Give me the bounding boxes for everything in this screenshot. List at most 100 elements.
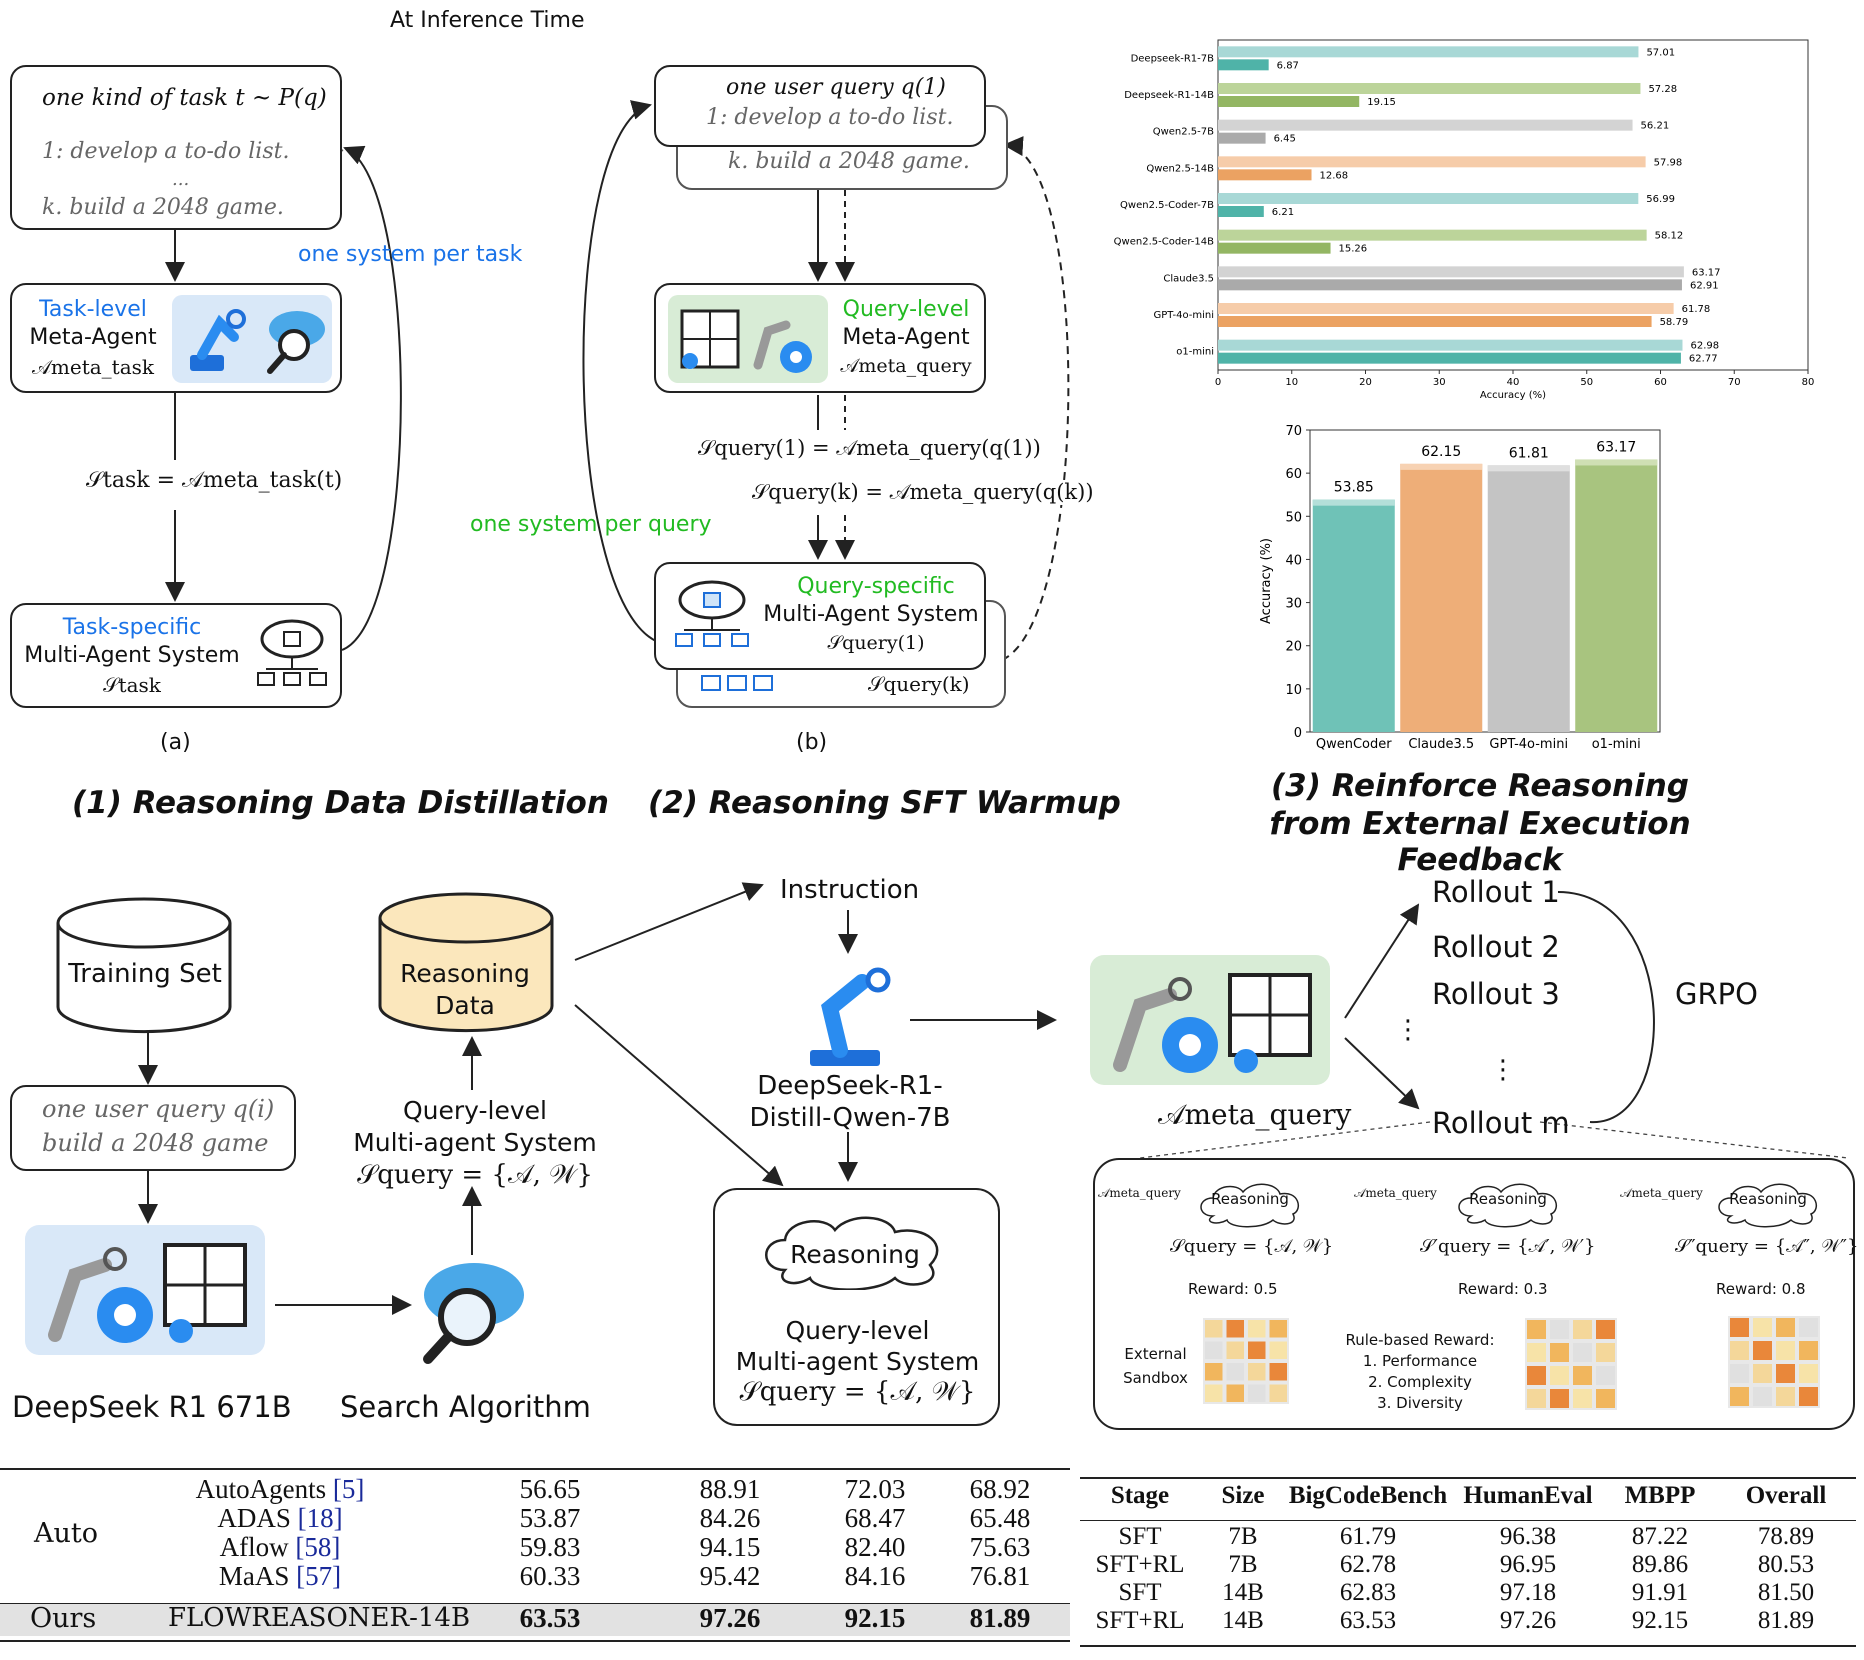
tile: [1248, 1363, 1266, 1381]
reasoning-output-box: Reasoning Query-level Multi-agent System…: [713, 1188, 1000, 1426]
y-tick-label: 10: [1285, 683, 1302, 698]
task-meta-symbol: 𝒜meta_task: [31, 355, 155, 379]
x-tick-label: 80: [1802, 377, 1815, 388]
table-cell: SFT: [1118, 1579, 1162, 1606]
query-meta-sub: Meta-Agent: [842, 325, 970, 350]
table-cell: 76.81: [969, 1561, 1031, 1591]
bar-cap-Claude3.5: [1400, 463, 1483, 470]
category-label: Claude3.5: [1163, 273, 1214, 284]
user-query-item: build a 2048 game: [42, 1129, 269, 1157]
bar-cap-GPT-4o-mini: [1487, 465, 1570, 472]
rollout-ellipsis-1: ⋮: [1395, 1015, 1421, 1045]
x-tick-label: 50: [1580, 377, 1593, 388]
citation-link[interactable]: [58]: [295, 1532, 341, 1562]
bar-Claude3.5: [1400, 463, 1483, 732]
column-header: HumanEval: [1463, 1482, 1593, 1509]
meta-query-label: 𝒜meta_query: [1158, 1098, 1352, 1131]
tile: [1269, 1363, 1287, 1381]
bar-value-label: 53.85: [1334, 480, 1374, 496]
method-name: MaAS [57]: [160, 1561, 400, 1592]
value-label-series1: 57.01: [1646, 47, 1675, 58]
table-cell: 97.26: [1499, 1607, 1557, 1634]
rl-reasoning-3: Reasoning: [1729, 1190, 1807, 1208]
tile: [1550, 1389, 1569, 1408]
task-annotation: one system per task: [298, 242, 523, 267]
rl-rule-title: Rule-based Reward:: [1345, 1331, 1495, 1349]
rl-cloud-2: [1458, 1183, 1558, 1228]
table-cell: 96.38: [1499, 1523, 1557, 1550]
ql-mas-text: Query-level Multi-agent System 𝒮query = …: [340, 1095, 610, 1191]
table-cell: 68.92: [969, 1474, 1031, 1504]
tile: [1596, 1343, 1615, 1362]
x-tick-label: 30: [1433, 377, 1446, 388]
category-label: o1-mini: [1592, 737, 1641, 752]
rl-meta-1: 𝒜meta_query: [1098, 1186, 1181, 1200]
reasoning-data-cylinder: [378, 892, 554, 1033]
query-meta-title: Query-level: [842, 297, 970, 322]
citation-link[interactable]: [5]: [332, 1474, 365, 1504]
table-cell: SFT+RL: [1095, 1551, 1185, 1578]
bar-series2-GPT-4o-mini: [1218, 316, 1652, 327]
tile: [1753, 1387, 1772, 1406]
table-cell: 75.63: [969, 1532, 1031, 1562]
rollout-2: Rollout 2: [1432, 930, 1560, 964]
ql-mas-line1: Query-level: [402, 1096, 547, 1125]
category-label: Qwen2.5-14B: [1146, 163, 1214, 174]
task-mas-sub: Multi-Agent System: [24, 643, 240, 668]
task-equation: 𝒮task = 𝒜meta_task(t): [82, 468, 347, 493]
value-label-series1: 56.21: [1641, 121, 1670, 132]
bar-value-label: 61.81: [1509, 445, 1549, 461]
method-label: Aflow: [219, 1532, 296, 1562]
tile: [1730, 1318, 1749, 1337]
table-cell: 72.03: [844, 1474, 906, 1504]
task-meta-agent-box: Task-level Meta-Agent 𝒜meta_task: [10, 283, 342, 393]
tile: [1269, 1341, 1287, 1359]
task-item-k: k. build a 2048 game.: [42, 195, 284, 220]
table-cell: 84.16: [844, 1561, 906, 1591]
column-header: BigCodeBench: [1288, 1482, 1448, 1509]
rl-cloud-3: [1718, 1183, 1818, 1228]
task-item-1: 1: develop a to-do list.: [42, 139, 290, 164]
table-cell: 92.15: [1631, 1607, 1689, 1634]
instruction-label: Instruction: [780, 875, 920, 905]
tile: [1550, 1320, 1569, 1339]
tile: [1799, 1364, 1818, 1383]
tile: [1573, 1389, 1592, 1408]
citation-link[interactable]: [18]: [297, 1503, 343, 1533]
rl-system-3: 𝒮″query = {𝒜″, 𝒲″}: [1675, 1236, 1859, 1257]
table-cell-ours: 92.15: [844, 1603, 906, 1633]
training-set-cylinder: [56, 897, 232, 1034]
query-meta-symbol: 𝒜meta_query: [840, 355, 972, 377]
table-left-ours-name: FLOWREASONER-14B: [168, 1603, 471, 1633]
table-cell: 62.83: [1339, 1579, 1397, 1606]
tile: [1573, 1366, 1592, 1385]
query-annotation: one system per query: [470, 512, 712, 537]
game-board-1: [1203, 1318, 1289, 1404]
tile: [1776, 1341, 1795, 1360]
table-cell: SFT: [1118, 1523, 1162, 1550]
rl-rule-3: 3. Diversity: [1377, 1394, 1463, 1412]
tile: [1596, 1366, 1615, 1385]
value-label-series2: 62.91: [1690, 280, 1719, 291]
table-cell: 62.78: [1339, 1551, 1397, 1578]
search-algorithm-label: Search Algorithm: [340, 1390, 591, 1424]
tile: [1527, 1320, 1546, 1339]
table-left-top-rule: [0, 1468, 1070, 1470]
column-header: Stage: [1110, 1482, 1170, 1509]
x-axis-label: Accuracy (%): [1480, 390, 1546, 400]
citation-link[interactable]: [57]: [296, 1561, 342, 1591]
x-tick-label: 60: [1654, 377, 1667, 388]
tile: [1573, 1320, 1592, 1339]
rl-system-1: 𝒮query = {𝒜, 𝒲}: [1170, 1236, 1334, 1257]
training-set-label: Training Set: [68, 959, 222, 989]
table-cell: 84.26: [699, 1503, 761, 1533]
inference-title: At Inference Time: [390, 8, 585, 33]
table-cell: 94.15: [699, 1532, 761, 1562]
x-tick-label: 20: [1359, 377, 1372, 388]
bar-series1-o1-mini: [1218, 339, 1683, 351]
